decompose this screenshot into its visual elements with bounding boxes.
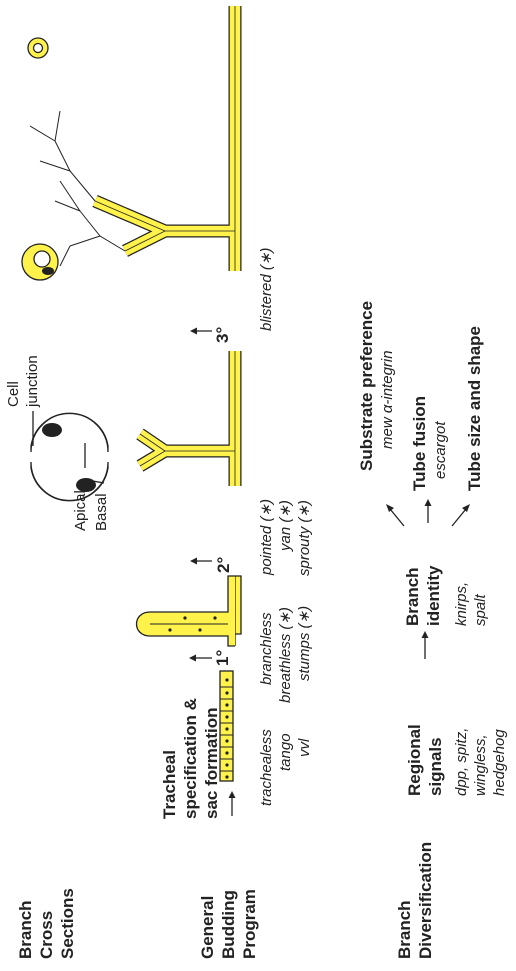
substrate-preference-title: Substrate preference bbox=[357, 301, 376, 471]
seamless-ring-cross-section bbox=[28, 38, 48, 58]
tracheal-sac-epithelium bbox=[220, 671, 233, 781]
arrow-to-size bbox=[452, 509, 466, 526]
substrate-preference-gene: mew α-integrin bbox=[379, 350, 396, 449]
stage-primary-label: 1° bbox=[213, 650, 232, 666]
row-header-budding-program: General Budding Program bbox=[198, 885, 259, 959]
arrow-to-identity-head bbox=[422, 631, 429, 638]
arrow-to-sac-head bbox=[229, 791, 236, 798]
secondary-genes: pointed (∗) yan (∗) sprouty (∗) bbox=[258, 495, 313, 576]
primary-genes: branchless breathless (∗) stumps (∗) bbox=[258, 603, 313, 703]
primary-branch-bud bbox=[137, 576, 242, 646]
autocellular-ring-cross-section bbox=[22, 244, 58, 280]
arrow-tertiary-head bbox=[190, 328, 197, 335]
branch-identity-title: Branch identity bbox=[403, 563, 443, 626]
row-header-diversification: Branch Diversification bbox=[395, 842, 435, 959]
label-apical: Apical bbox=[72, 490, 89, 531]
arrow-secondary-head bbox=[190, 558, 197, 565]
label-basal: Basal bbox=[93, 493, 110, 531]
sac-genes: trachealess tango vvl bbox=[258, 725, 313, 806]
tube-fusion-gene: escargot bbox=[432, 421, 449, 479]
arrow-to-size-head bbox=[462, 504, 470, 512]
sac-formation-title: Tracheal specification & sac formation bbox=[160, 693, 221, 819]
row-header-cross-sections: Branch Cross Sections bbox=[16, 888, 77, 959]
label-cell-junction: Cell junction bbox=[5, 355, 41, 408]
tube-size-title: Tube size and shape bbox=[465, 326, 484, 491]
stage-tertiary-label: 3° bbox=[213, 327, 232, 343]
regional-signals-title: Regional signals bbox=[405, 719, 445, 796]
tertiary-genes: blistered (∗) bbox=[258, 248, 275, 331]
open-ring-cross-section bbox=[31, 413, 108, 501]
regional-signals-genes: dpp, spitz, wingless, hedgehog bbox=[453, 723, 508, 796]
branch-identity-genes: knirps, spalt bbox=[453, 578, 489, 626]
arrow-to-substrate bbox=[390, 509, 404, 526]
terminal-branches bbox=[30, 111, 125, 266]
tube-fusion-title: Tube fusion bbox=[410, 396, 429, 491]
arrow-to-substrate-head bbox=[386, 504, 394, 512]
secondary-branch bbox=[140, 351, 235, 486]
arrow-primary-head bbox=[189, 655, 196, 662]
stage-secondary-label: 2° bbox=[214, 557, 233, 573]
arrow-to-fusion-head bbox=[425, 499, 432, 506]
nucleus-right bbox=[42, 423, 62, 437]
tertiary-branch bbox=[30, 6, 235, 271]
